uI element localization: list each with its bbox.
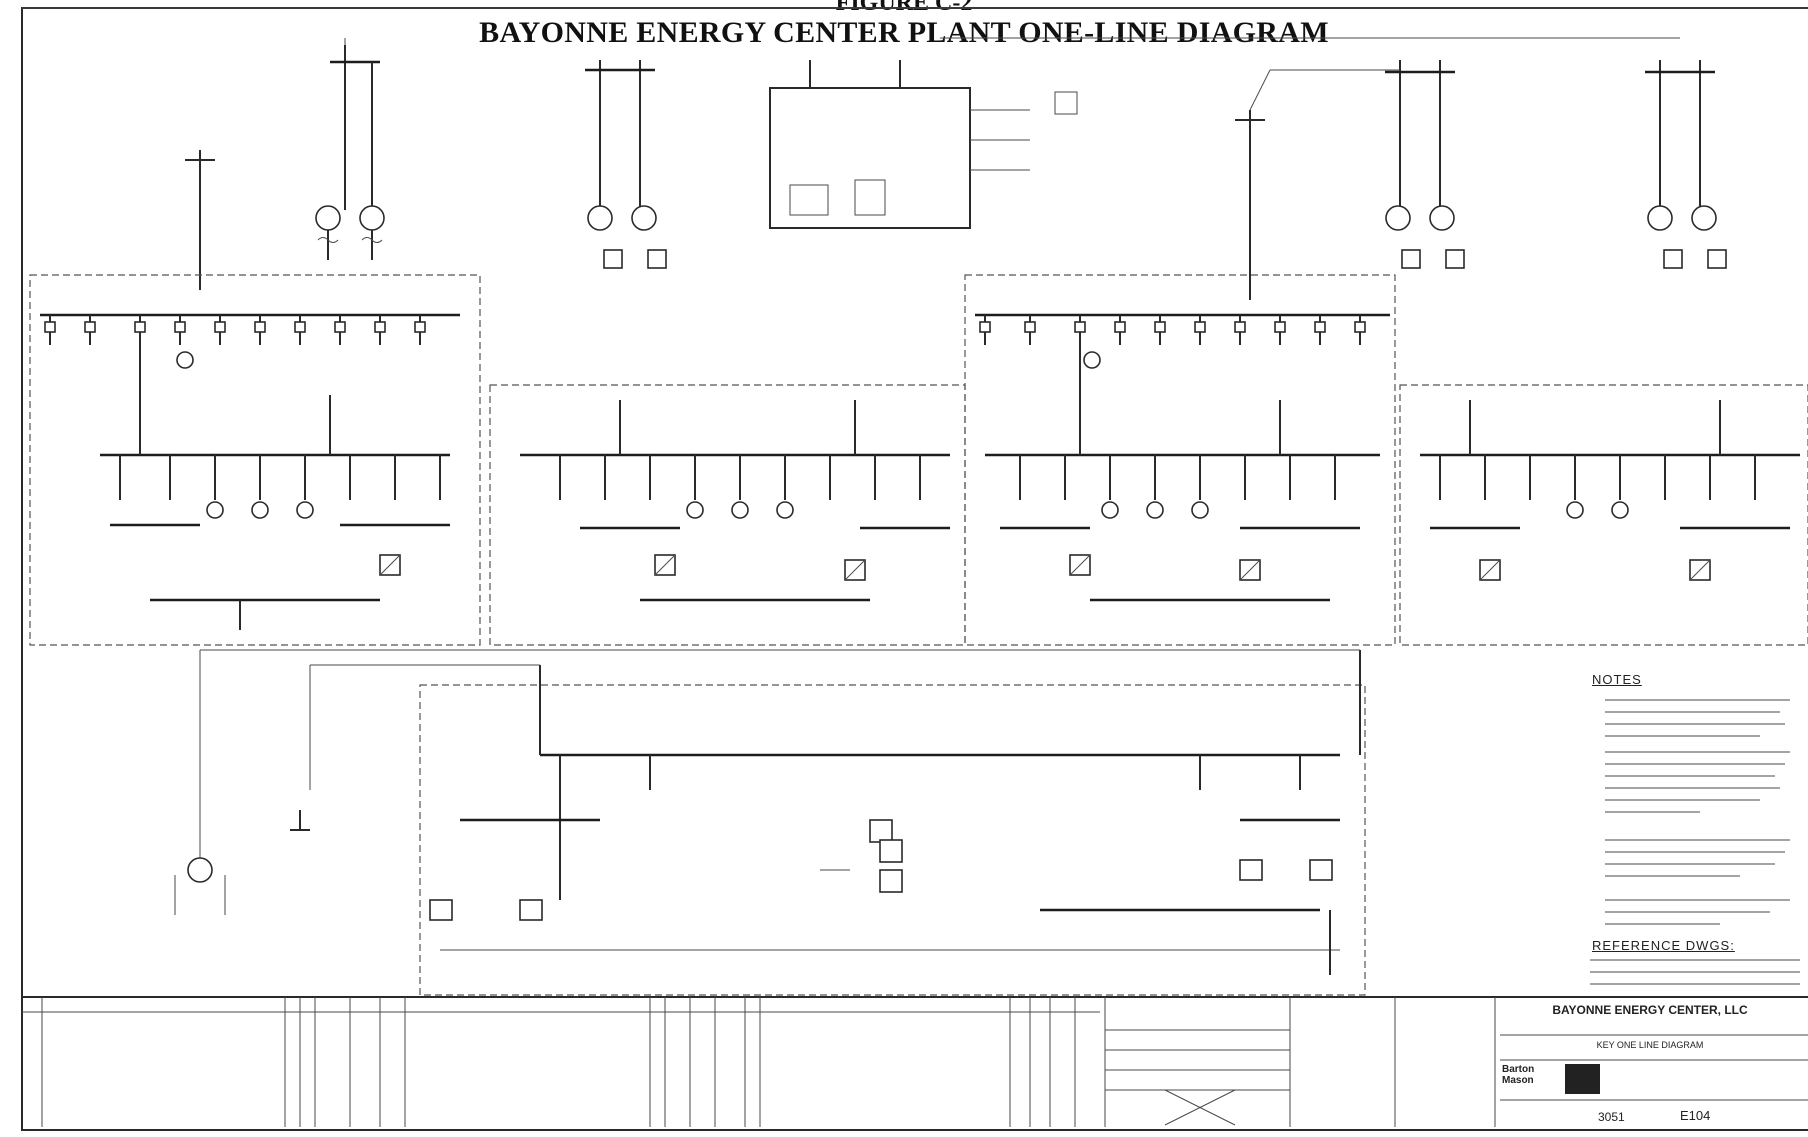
title-block xyxy=(22,996,1808,1127)
lower-distribution xyxy=(174,649,1366,996)
tie-lines-top xyxy=(344,37,1680,300)
notes-heading: NOTES xyxy=(1592,672,1642,687)
switchgear-middle-left xyxy=(489,384,966,646)
logo-text-line-2: Mason xyxy=(1502,1075,1534,1086)
logo-text-line-1: Barton xyxy=(1502,1064,1535,1075)
control-panel-block xyxy=(769,60,1078,229)
reference-dwgs-heading: REFERENCE DWGS: xyxy=(1592,938,1735,953)
notes-text-lines xyxy=(1590,699,1800,985)
diagram-title: BAYONNE ENERGY CENTER PLANT ONE-LINE DIA… xyxy=(479,16,1329,49)
switchgear-middle-right xyxy=(964,274,1396,646)
generator-feeder-3 xyxy=(1385,60,1465,269)
drawing-title: KEY ONE LINE DIAGRAM xyxy=(1596,1040,1704,1050)
barton-mason-logo: Barton Mason xyxy=(1502,1064,1534,1086)
company-name: BAYONNE ENERGY CENTER, LLC xyxy=(1552,1003,1748,1017)
sheet-code: E104 xyxy=(1680,1108,1711,1123)
generator-feeder-2 xyxy=(585,60,667,269)
switchgear-left xyxy=(29,274,481,646)
generator-feeder-1 xyxy=(185,45,385,290)
job-number: 3051 xyxy=(1598,1110,1625,1124)
switchgear-right xyxy=(1399,384,1808,646)
sheet-border xyxy=(21,7,1808,1131)
generator-feeder-4 xyxy=(1645,60,1727,269)
